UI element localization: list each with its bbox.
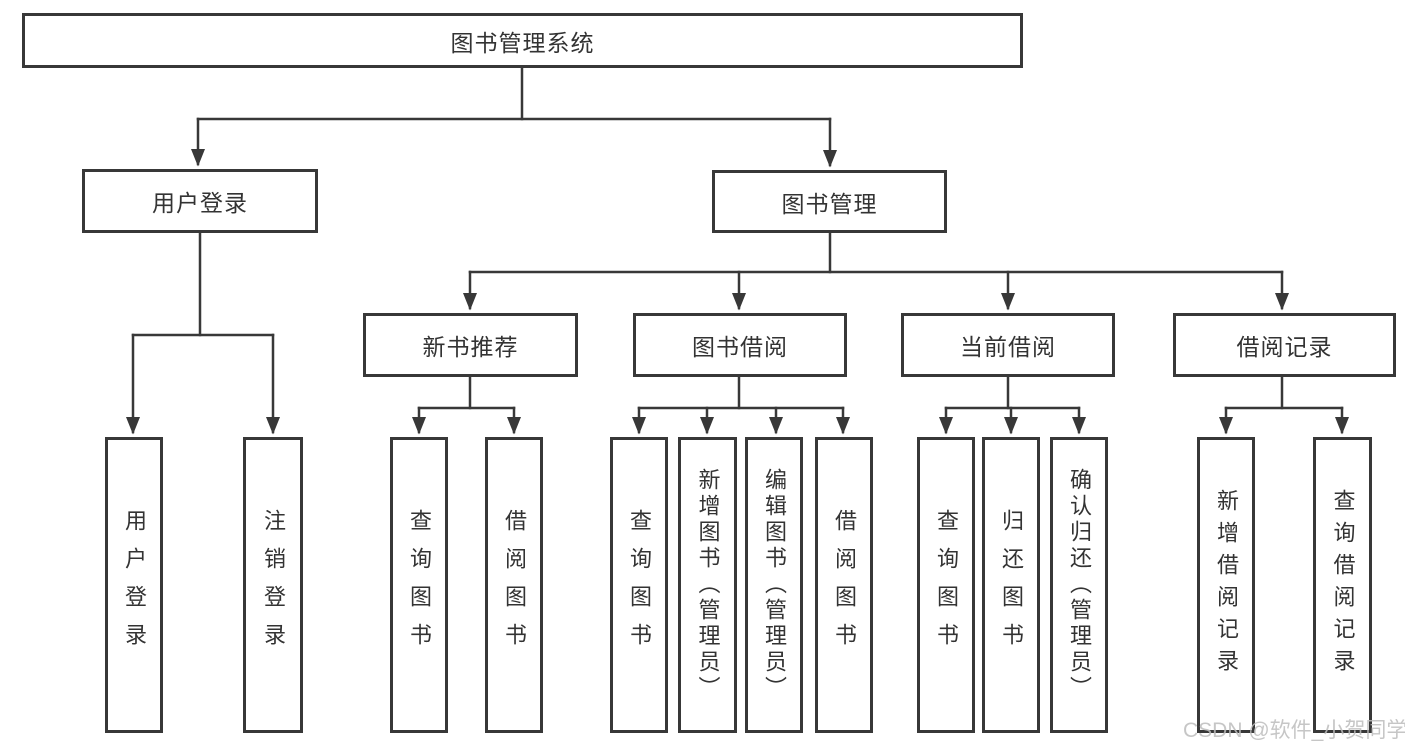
node-borrowing-records-label: 借阅记录 [1236,334,1333,360]
node-cb-confirm-return-admin-label: 确认归还（管理员） [1067,468,1092,702]
node-root-label: 图书管理系统 [450,29,595,56]
node-current-borrowing: 当前借阅 [901,313,1115,377]
node-nb-query-books: 查询图书 [390,437,448,733]
node-user-login: 用户登录 [82,169,318,233]
node-new-book-recommend: 新书推荐 [363,313,578,377]
node-bb-query-books: 查询图书 [610,437,668,733]
node-cb-query-books-label: 查询图书 [934,509,959,661]
node-br-query-record-label: 查询借阅记录 [1330,489,1356,681]
node-current-borrowing-label: 当前借阅 [960,334,1056,360]
node-br-add-record-label: 新增借阅记录 [1214,489,1239,681]
node-cb-return-books-label: 归还图书 [999,509,1024,661]
node-user-login-label: 用户登录 [152,190,248,216]
node-nb-query-books-label: 查询图书 [407,509,432,661]
node-ul-user-login-label: 用户登录 [122,509,147,661]
node-bb-add-books-admin: 新增图书（管理员） [678,437,737,733]
node-ul-logout-label: 注销登录 [261,509,286,661]
node-bb-borrow-books: 借阅图书 [815,437,873,733]
node-cb-return-books: 归还图书 [982,437,1040,733]
node-cb-confirm-return-admin: 确认归还（管理员） [1050,437,1108,733]
node-bb-edit-books-admin-label: 编辑图书（管理员） [762,468,787,702]
node-bb-query-books-label: 查询图书 [627,509,652,661]
node-borrowing-records: 借阅记录 [1173,313,1396,377]
node-bb-add-books-admin-label: 新增图书（管理员） [695,468,721,702]
node-br-query-record: 查询借阅记录 [1313,437,1372,733]
node-br-add-record: 新增借阅记录 [1197,437,1255,733]
csdn-watermark: CSDN @软件_小贺同学 [1183,719,1405,742]
node-nb-borrow-books: 借阅图书 [485,437,543,733]
node-new-book-recommend-label: 新书推荐 [422,334,519,360]
node-ul-logout: 注销登录 [243,437,303,733]
node-bb-borrow-books-label: 借阅图书 [832,509,857,661]
node-book-borrowing-label: 图书借阅 [692,334,788,360]
node-root: 图书管理系统 [22,13,1023,68]
node-cb-query-books: 查询图书 [917,437,975,733]
node-book-management: 图书管理 [712,170,947,233]
node-ul-user-login: 用户登录 [105,437,163,733]
node-book-management-label: 图书管理 [781,190,878,217]
node-bb-edit-books-admin: 编辑图书（管理员） [745,437,803,733]
node-book-borrowing: 图书借阅 [633,313,847,377]
node-nb-borrow-books-label: 借阅图书 [502,509,527,661]
